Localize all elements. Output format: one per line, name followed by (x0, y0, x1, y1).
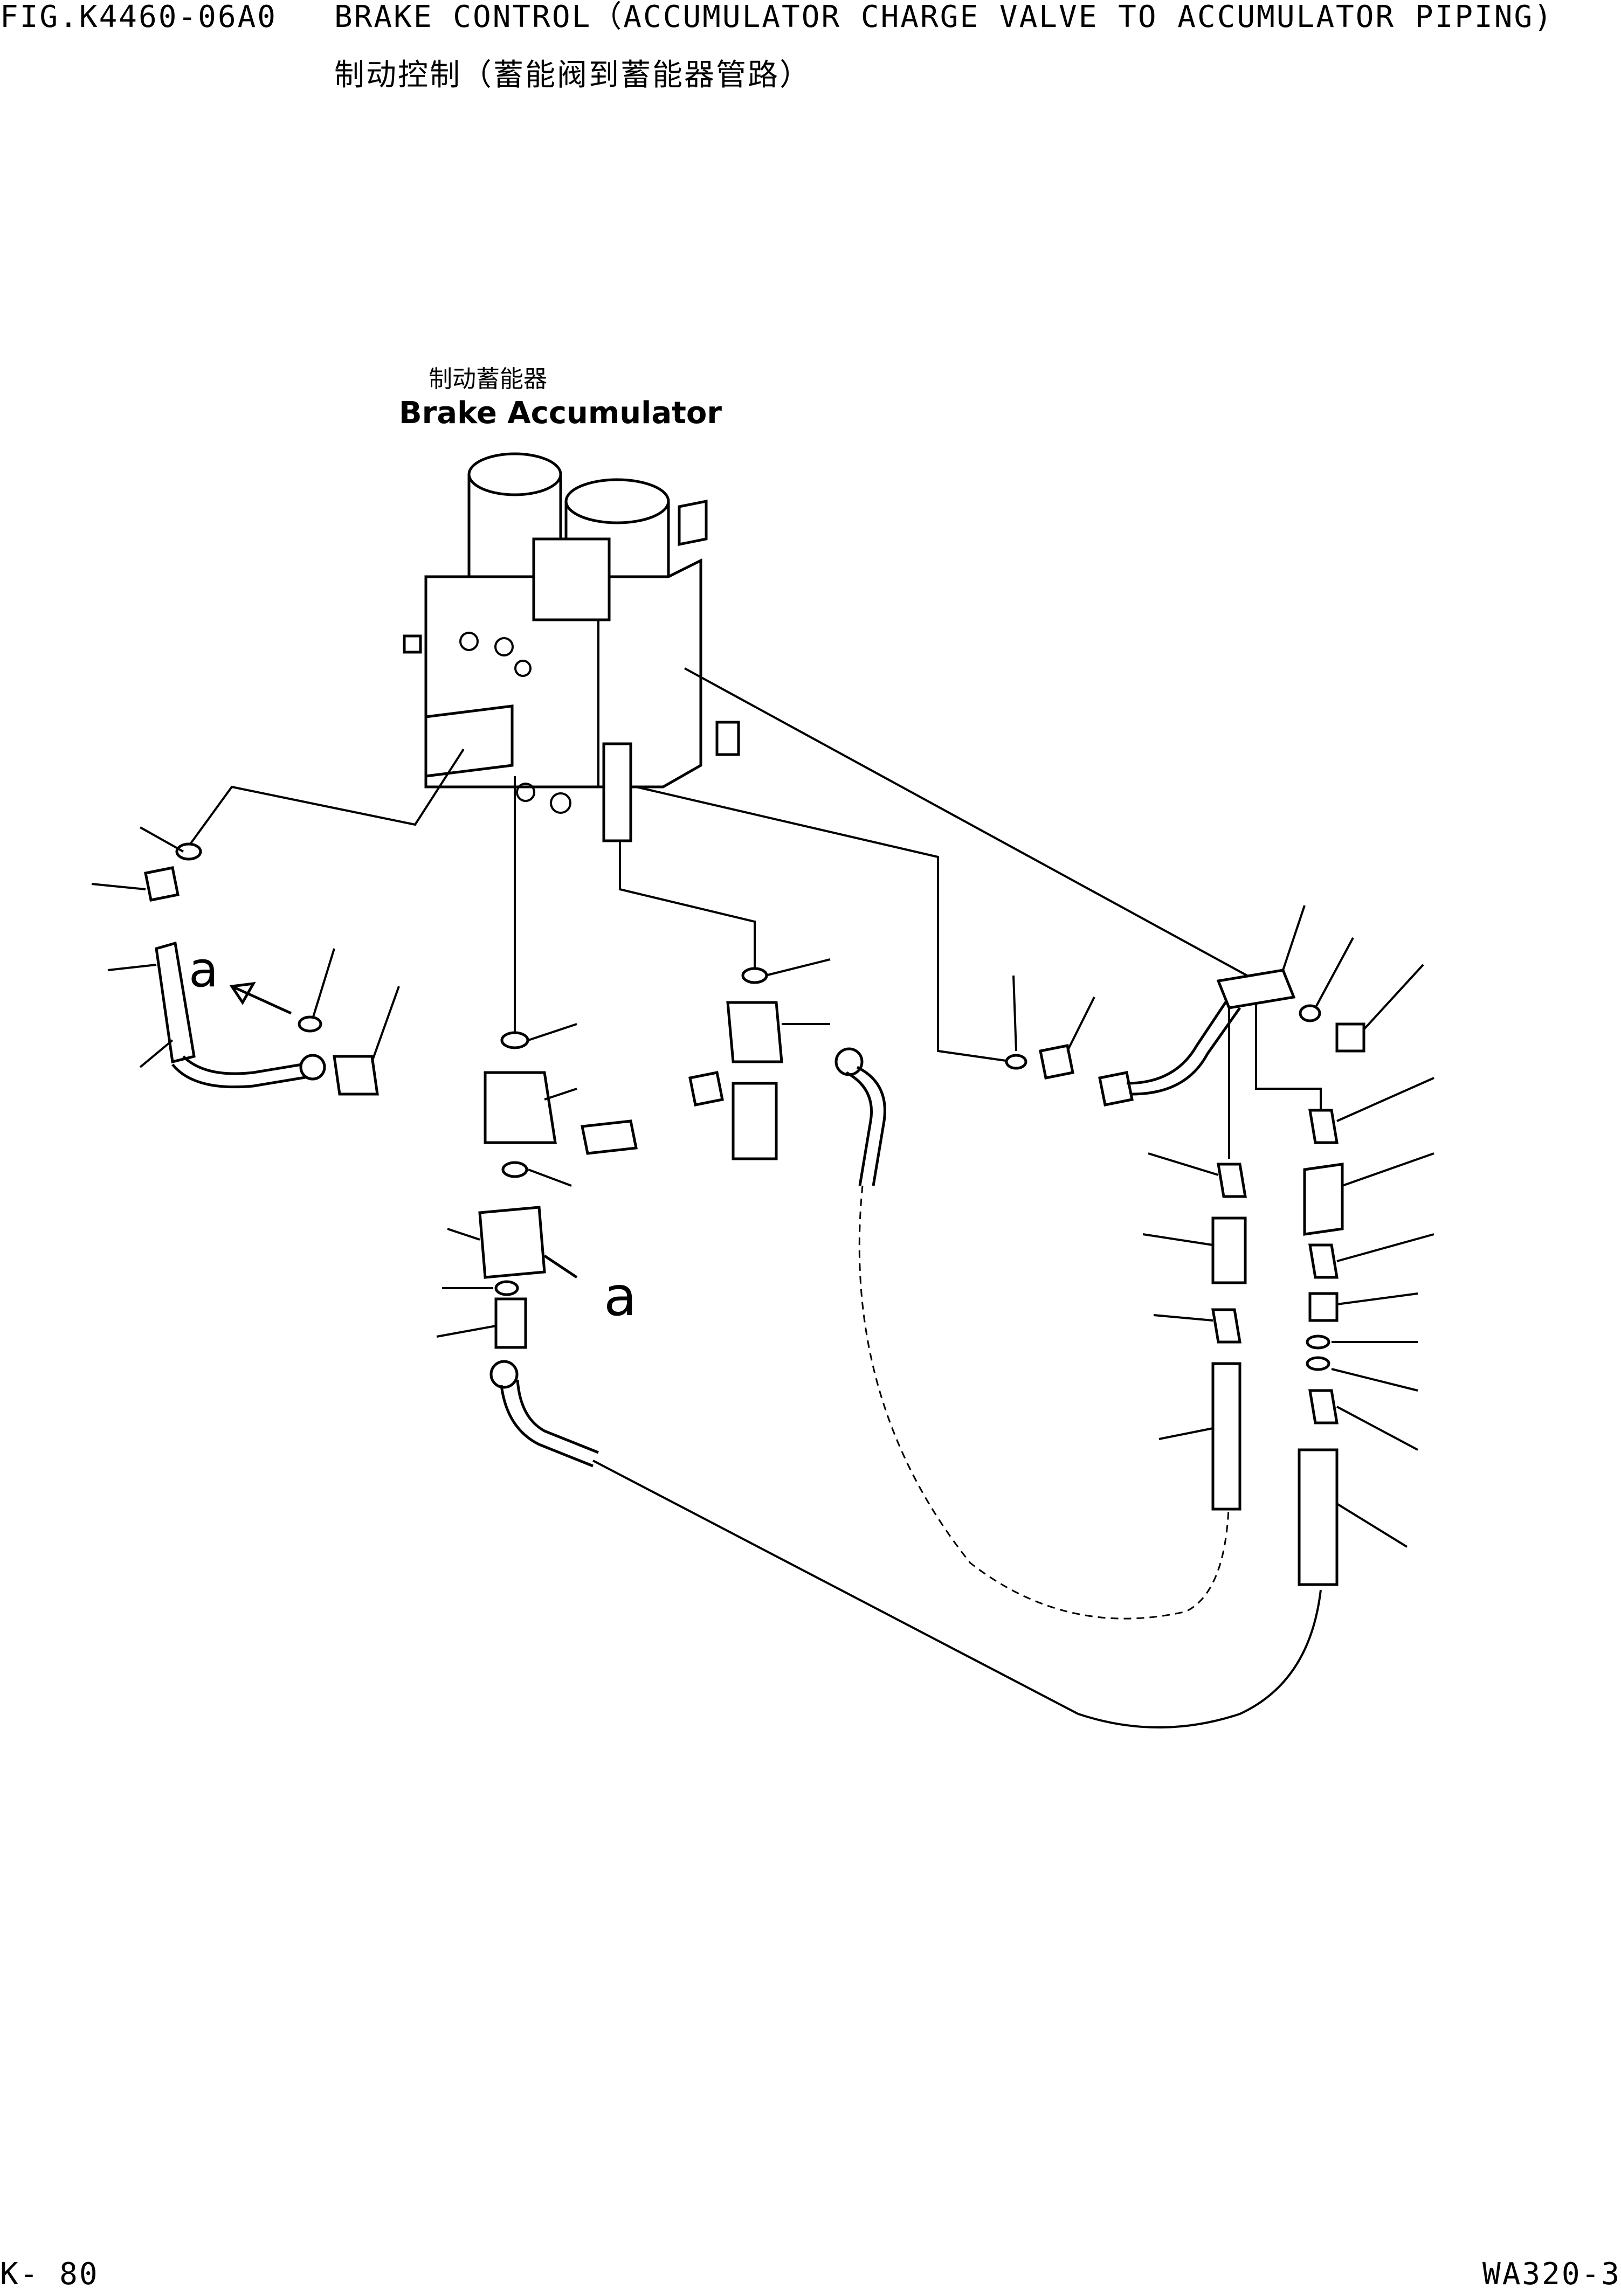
brake-accumulator (403, 452, 740, 842)
center-left-valve-stack: a (478, 1031, 1322, 1728)
accumulator-label-en: Brake Accumulator (399, 396, 722, 431)
figure-number: FIG.K4460-06A0 (0, 0, 278, 34)
model-number: WA320-3 (1482, 2257, 1621, 2292)
view-mark-a-upper: a (189, 942, 218, 998)
center-fittings (688, 967, 1230, 1620)
left-fittings: a (144, 842, 379, 1096)
right-fittings (1005, 969, 1365, 1586)
title-chinese: 制动控制（蓄能阀到蓄能器管路） (334, 58, 811, 93)
title-english: BRAKE CONTROL（ACCUMULATOR CHARGE VALVE T… (334, 0, 1554, 34)
page-number: K- 80 (0, 2257, 99, 2292)
view-mark-a-lower: a (604, 1265, 637, 1328)
accumulator-label-cn: 制动蓄能器 (429, 365, 547, 393)
callout-leaders (91, 826, 1434, 1548)
